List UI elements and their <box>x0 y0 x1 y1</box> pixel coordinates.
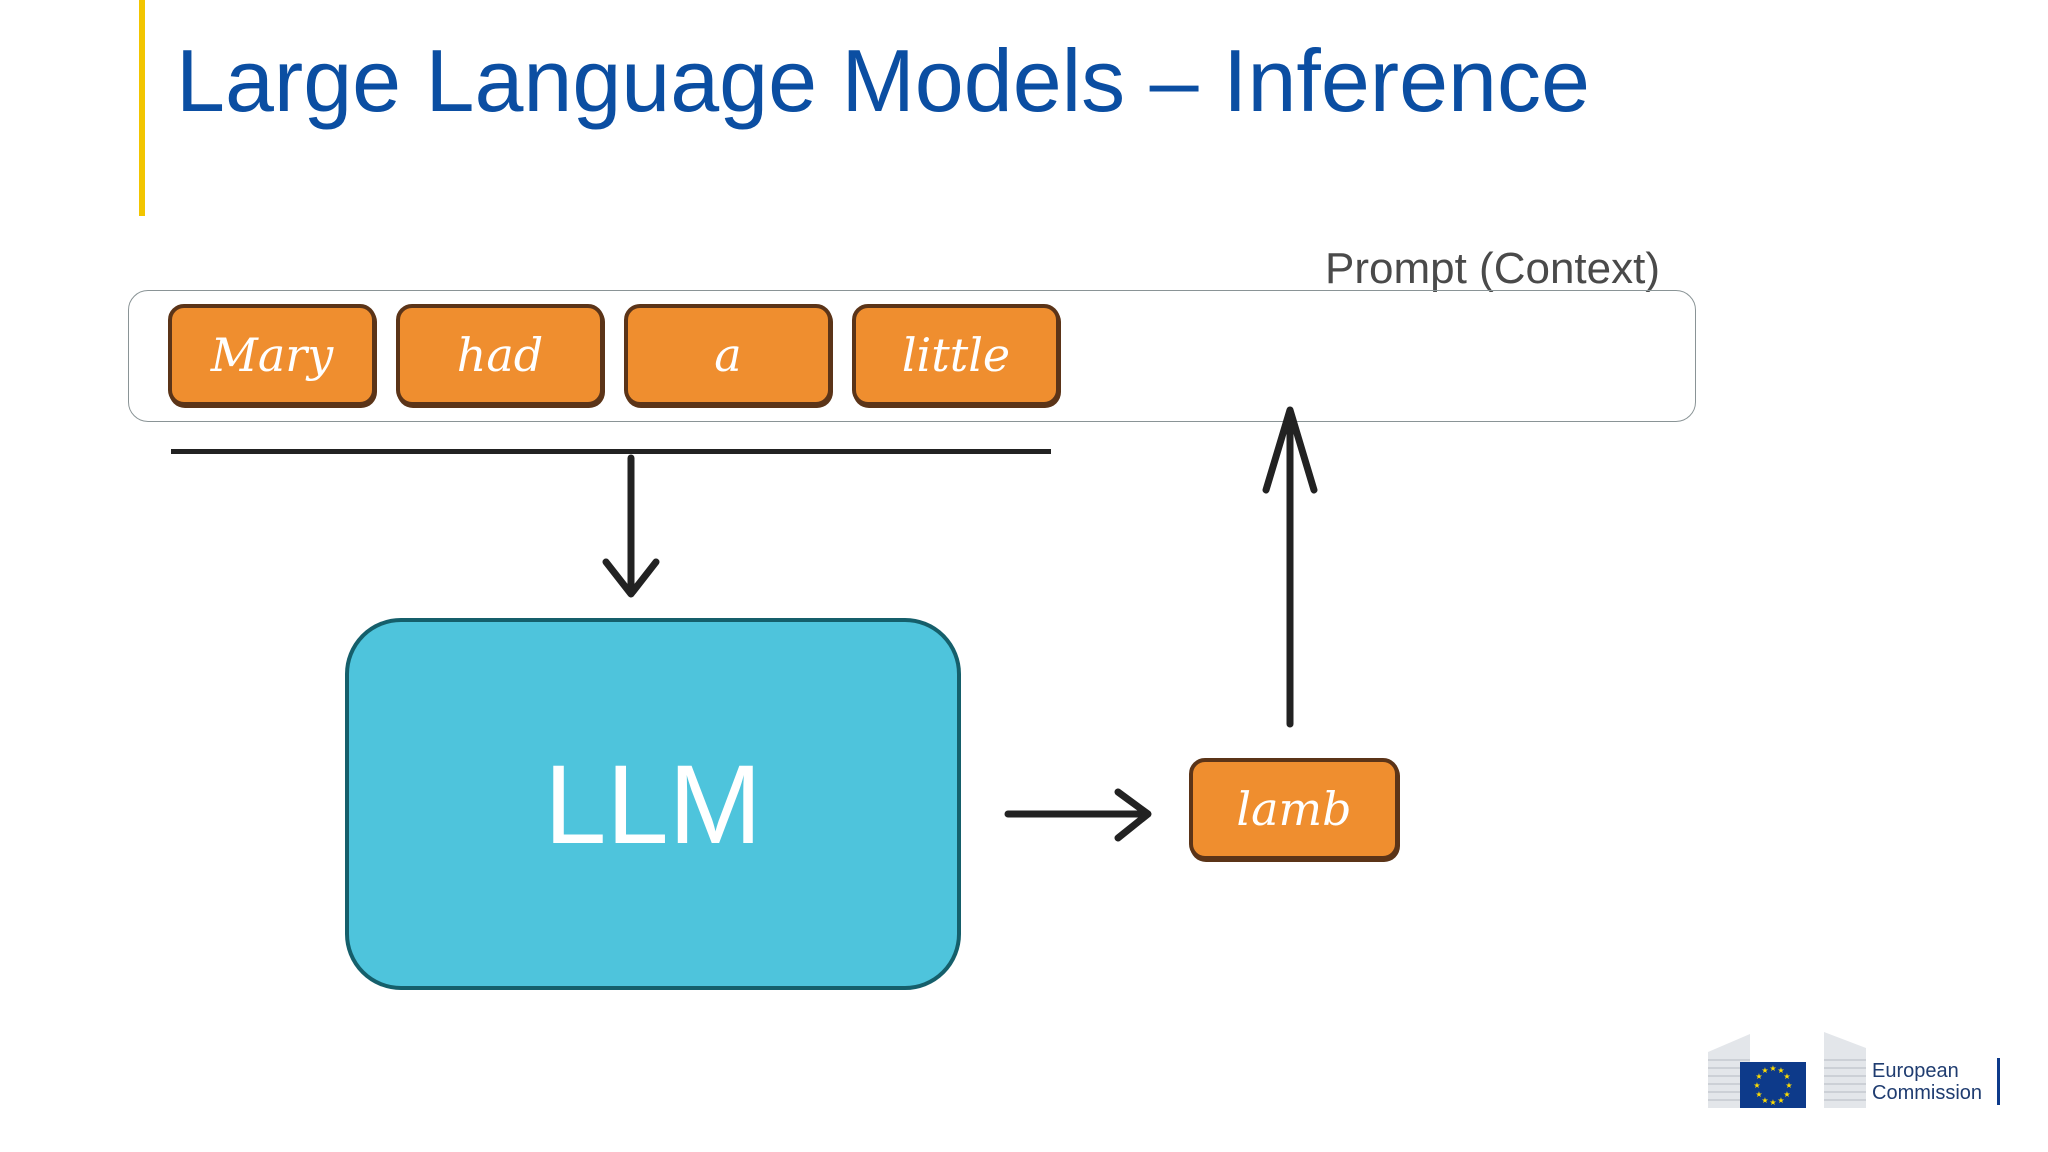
slide-title: Large Language Models – Inference <box>176 31 1590 130</box>
context-token-a: a <box>624 304 832 406</box>
arrow-llm-to-output <box>1004 788 1152 842</box>
context-token-had: had <box>396 304 604 406</box>
logo-wordmark: European Commission <box>1872 1060 1982 1104</box>
arrow-output-to-context <box>1262 406 1318 728</box>
logo-wordmark-line1: European <box>1872 1060 1959 1082</box>
context-token-little: little <box>852 304 1060 406</box>
arrow-context-to-llm <box>602 454 660 598</box>
logo-wordmark-line2: Commission <box>1872 1082 1983 1104</box>
svg-text:★: ★ <box>1755 1072 1762 1081</box>
eu-flag <box>1740 1062 1806 1108</box>
svg-text:★: ★ <box>1769 1064 1776 1073</box>
svg-text:★: ★ <box>1761 1096 1768 1105</box>
eu-stars: ★★★ ★★★ ★★★ ★★★ <box>1753 1064 1792 1107</box>
svg-text:★: ★ <box>1785 1081 1792 1090</box>
svg-text:★: ★ <box>1777 1066 1784 1075</box>
logo-divider <box>1997 1058 2000 1105</box>
accent-bar <box>139 0 145 216</box>
context-box <box>128 290 1696 422</box>
context-underline <box>171 449 1051 454</box>
svg-text:★: ★ <box>1761 1066 1768 1075</box>
svg-text:★: ★ <box>1777 1096 1784 1105</box>
svg-text:★: ★ <box>1783 1090 1790 1099</box>
svg-text:★: ★ <box>1769 1098 1776 1107</box>
svg-text:★: ★ <box>1753 1081 1760 1090</box>
output-token-lamb: lamb <box>1189 758 1399 860</box>
svg-text:★: ★ <box>1755 1090 1762 1099</box>
llm-box: LLM <box>345 618 961 990</box>
european-commission-logo: ★★★ ★★★ ★★★ ★★★ <box>1708 1032 1866 1108</box>
context-label: Prompt (Context) <box>1325 244 1660 293</box>
svg-text:★: ★ <box>1783 1072 1790 1081</box>
context-token-mary: Mary <box>168 304 376 406</box>
llm-label: LLM <box>544 741 762 867</box>
